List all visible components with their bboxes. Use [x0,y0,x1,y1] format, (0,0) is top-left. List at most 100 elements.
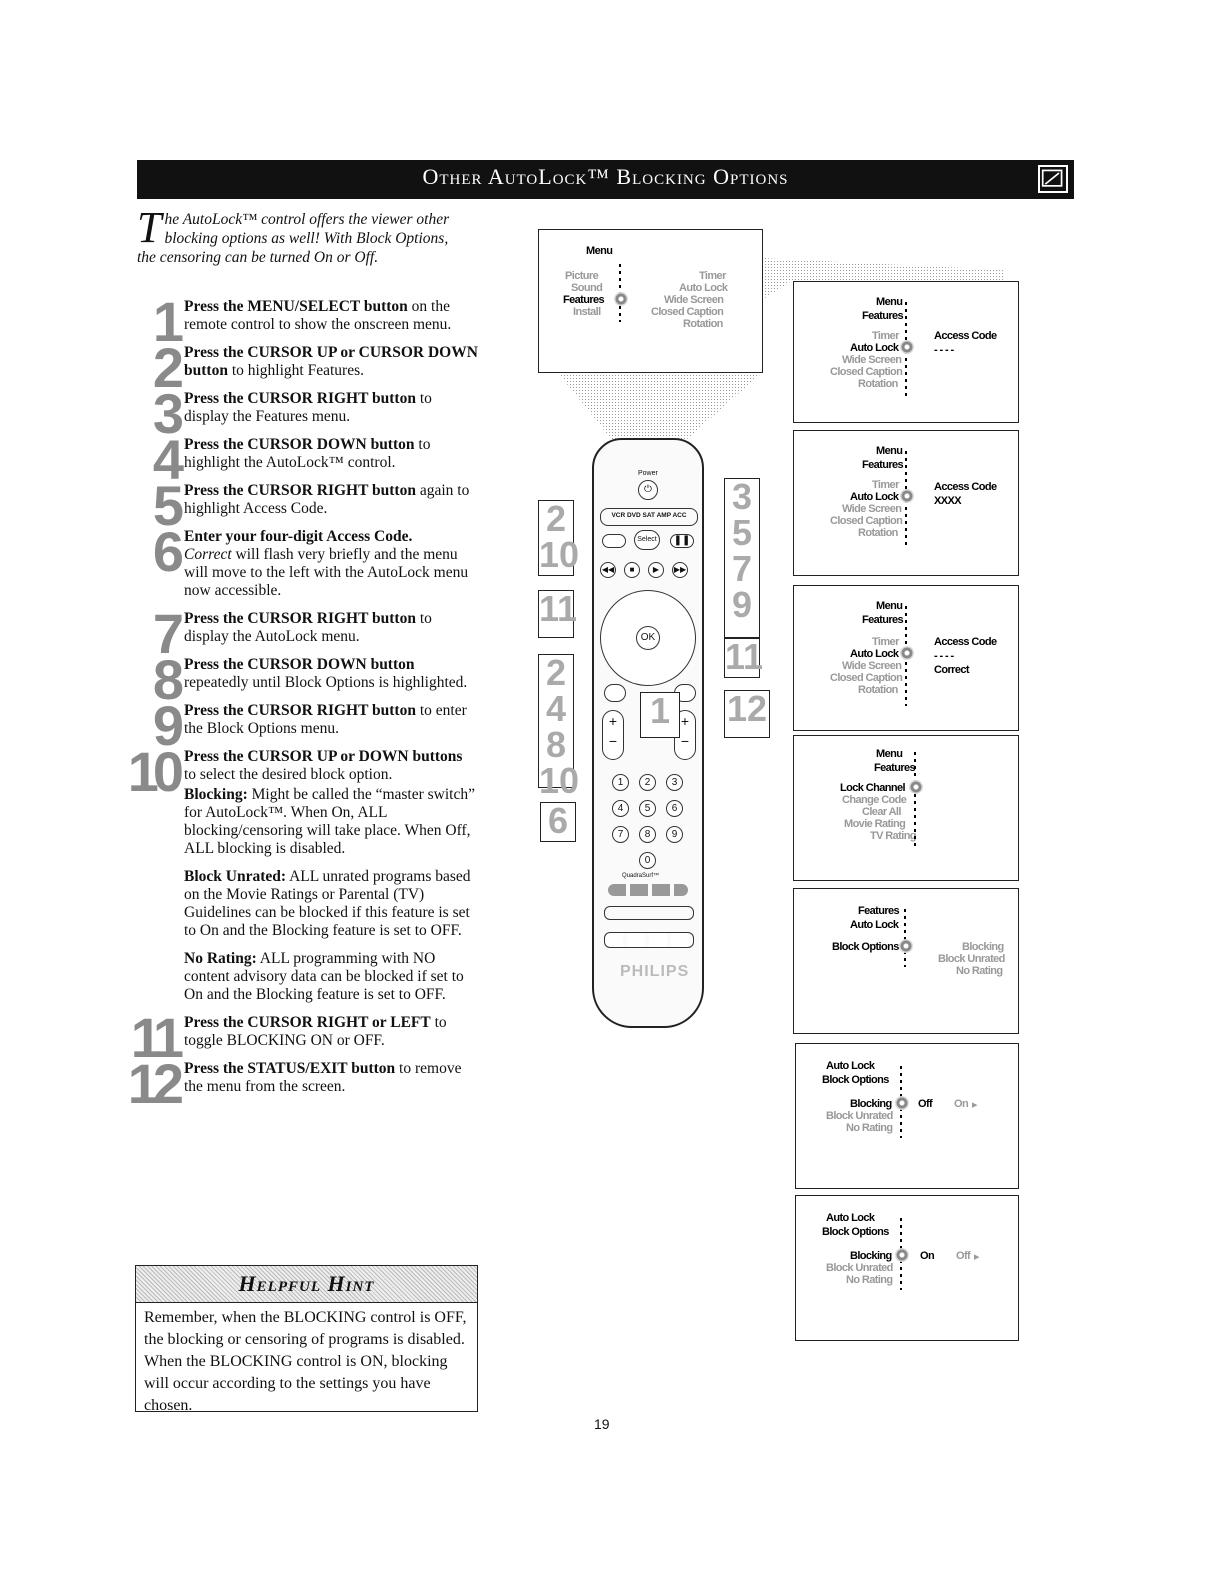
blocking-value: On [920,1250,935,1262]
callout-right-bottom: 12 [724,690,770,738]
step-instruction: Press the CURSOR RIGHT button [184,482,416,499]
callout-number: 2 [545,652,567,693]
pip-buttons[interactable] [604,906,694,920]
cursor-icon [900,489,914,503]
block-options-label: Block Options [822,1074,889,1086]
step-detail: will flash very briefly and the menu wil… [184,546,469,599]
feature-item: Wide Screen [842,354,902,366]
submenu-item: Auto Lock [679,282,728,294]
source-mode-buttons[interactable]: VCR DVD SAT AMP ACC [600,508,698,526]
block-options-label: Block Options [822,1226,889,1238]
fast-forward-button[interactable]: ▶▶ [672,562,688,578]
callout-number: 10 [539,534,580,575]
rewind-button[interactable]: ◀◀ [600,562,616,578]
volume-rocker[interactable]: +− [602,710,624,760]
stop-button[interactable]: ■ [624,562,640,578]
autolock-label: Auto Lock [850,919,899,931]
pause-button[interactable]: ❚❚ [670,534,694,548]
block-option-item: Blocking [962,941,1004,953]
step-detail: on the remote control to show the onscre… [184,298,452,333]
step-number: 10 [127,740,184,803]
callout-number: 10 [539,760,580,801]
key-7[interactable]: 7 [612,826,629,843]
menu-title: Menu [876,600,903,612]
step-instruction: Press the CURSOR RIGHT button [184,702,416,719]
menu-item-features: Features [563,294,605,306]
sleep-button[interactable] [602,534,626,548]
step-detail: to display the Features menu. [184,390,432,425]
key-5[interactable]: 5 [639,800,656,817]
definition-term: Blocking: [184,786,248,803]
callout-number: 5 [731,512,753,553]
autolock-item-lock-channel: Lock Channel [840,782,906,794]
feature-item-autolock: Auto Lock [850,342,899,354]
feature-item-autolock: Auto Lock [850,491,899,503]
step-instruction: Press the MENU/SELECT button [184,298,408,315]
step-instruction: Press the CURSOR DOWN button [184,656,415,673]
key-4[interactable]: 4 [612,800,629,817]
select-button[interactable]: Select [634,530,660,550]
block-unrated-item: Block Unrated [826,1110,893,1122]
screen-access-code-prompt: Menu Features Timer Auto Lock Wide Scree… [793,281,1019,423]
key-1[interactable]: 1 [612,774,629,791]
access-code-label: Access Code [934,481,997,493]
beam-screen-stack [762,258,1005,300]
cursor-icon [909,780,923,794]
menu-item-install: Install [573,306,601,318]
play-button[interactable]: ▶ [648,562,664,578]
callout-number: 11 [725,636,764,677]
hint-title: Helpful Hint [238,1271,375,1296]
features-label: Features [862,459,904,471]
definition-text: ALL unrated programs based on the Movie … [184,868,471,939]
callout-number: 8 [545,724,567,765]
key-6[interactable]: 6 [666,800,683,817]
callout-number: 12 [726,688,768,729]
quadrasurf-buttons[interactable] [608,884,688,896]
cursor-icon [614,292,628,306]
menu-button[interactable] [604,684,626,702]
blocking-item: Blocking [850,1098,892,1110]
key-8[interactable]: 8 [639,826,656,843]
feature-item: Rotation [858,378,898,390]
step-instruction: Press the CURSOR UP or DOWN buttons [184,748,463,765]
step-italic: Correct [184,546,232,563]
definition-block-unrated: Block Unrated: ALL unrated programs base… [184,868,478,940]
intro-text: he AutoLock™ control offers the viewer o… [137,211,450,266]
callout-number: 4 [545,688,567,729]
definition-blocking: Blocking: Might be called the “master sw… [184,786,478,858]
step-detail: again to highlight Access Code. [184,482,470,517]
blocking-value: Off [918,1098,933,1110]
autolock-item: Change Code [842,794,907,806]
step-detail: to enter the Block Options menu. [184,702,467,737]
screen-block-options: Features Auto Lock Block Options Blockin… [793,888,1019,1034]
step-detail: to toggle BLOCKING ON or OFF. [184,1014,447,1049]
power-button[interactable]: ⏻ [638,480,658,500]
features-label: Features [874,762,916,774]
feature-item: Rotation [858,527,898,539]
step-detail: to remove the menu from the screen. [184,1060,462,1095]
access-code-label: Access Code [934,330,997,342]
blocking-alt-value: Off [956,1250,971,1262]
screen-autolock-menu: Menu Features Lock Channel Change Code C… [793,735,1019,881]
key-0[interactable]: 0 [639,852,656,869]
brand-logo: PHILIPS [620,963,690,980]
callout-number: 7 [731,548,753,589]
ok-button[interactable]: OK [636,626,660,650]
callout-number: 1 [649,690,671,731]
key-9[interactable]: 9 [666,826,683,843]
key-2[interactable]: 2 [639,774,656,791]
screen-access-code-correct: Menu Features Timer Auto Lock Wide Scree… [793,585,1019,731]
function-buttons[interactable] [604,932,694,948]
submenu-item: Rotation [683,318,723,330]
key-3[interactable]: 3 [666,774,683,791]
definition-text: ALL programming with NO content advisory… [184,950,464,1003]
beam-main-menu [558,373,762,440]
feature-item: Closed Caption [830,672,903,684]
feature-item: Rotation [858,684,898,696]
blocking-alt-value: On [954,1098,969,1110]
